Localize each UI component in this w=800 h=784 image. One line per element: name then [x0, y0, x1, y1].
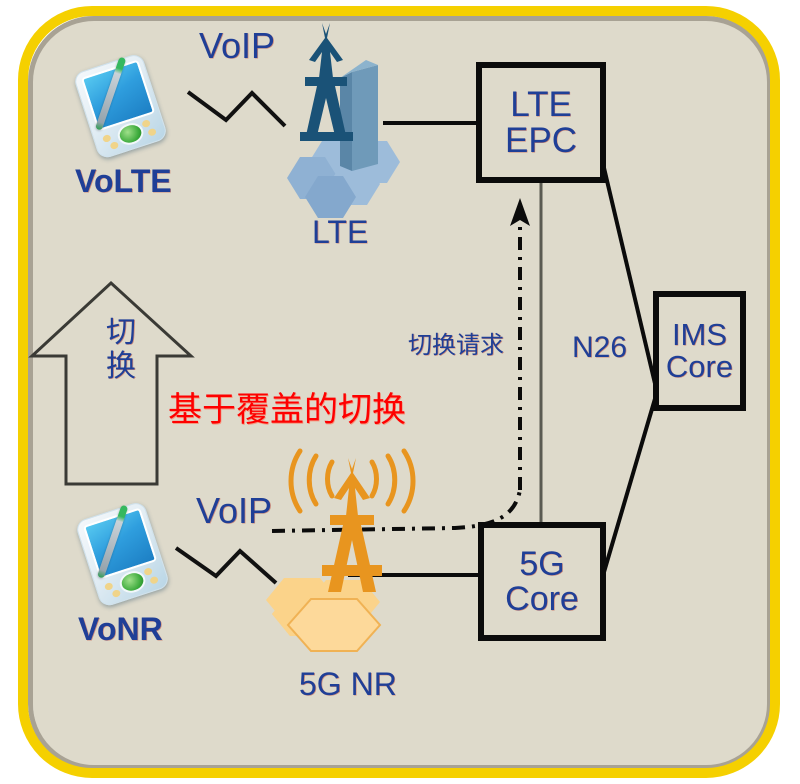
node-ims-core[interactable]: IMS Core: [653, 291, 746, 411]
node-5g-core[interactable]: 5G Core: [478, 522, 606, 641]
label-arrow-handover: 切换: [106, 316, 136, 383]
diagram-frame-border: [18, 6, 780, 778]
label-5g-nr: 5G NR: [299, 666, 397, 702]
label-n26: N26: [572, 331, 628, 364]
node-lte-epc-line2: EPC: [505, 120, 577, 160]
up-arrow-outline: [28, 280, 195, 486]
link-lte-epc-to-ims-core: [602, 167, 659, 393]
node-lte-epc-line1: LTE: [510, 84, 572, 124]
node-5g-core-line1: 5G: [519, 544, 565, 583]
node-ims-core-line2: Core: [665, 349, 734, 384]
label-vonr: VoNR: [78, 611, 163, 647]
node-5g-core-line2: Core: [505, 579, 579, 618]
label-voip-bottom: VoIP: [196, 490, 273, 531]
link-voip-bearer: [271, 489, 522, 533]
link-5g-core-to-ims-core: [602, 391, 659, 573]
node-ims-core-line1: IMS: [671, 317, 728, 353]
label-lte: LTE: [312, 214, 369, 250]
lte-base-station-icon: [287, 23, 400, 218]
zigzag-link-icon: [186, 90, 287, 128]
label-volte: VoLTE: [75, 163, 172, 199]
label-coverage-handover: 基于覆盖的切换: [168, 391, 406, 429]
zigzag-link-icon: [174, 546, 278, 585]
label-handover-request: 切换请求: [408, 332, 504, 359]
5g-base-station-icon: [266, 448, 416, 652]
radio-waves-icon: [288, 448, 416, 514]
diagram-frame-shadow: [28, 16, 772, 770]
arrowhead-icon: [510, 198, 530, 226]
label-voip-top: VoIP: [199, 25, 276, 66]
node-lte-epc[interactable]: LTE EPC: [476, 62, 606, 183]
